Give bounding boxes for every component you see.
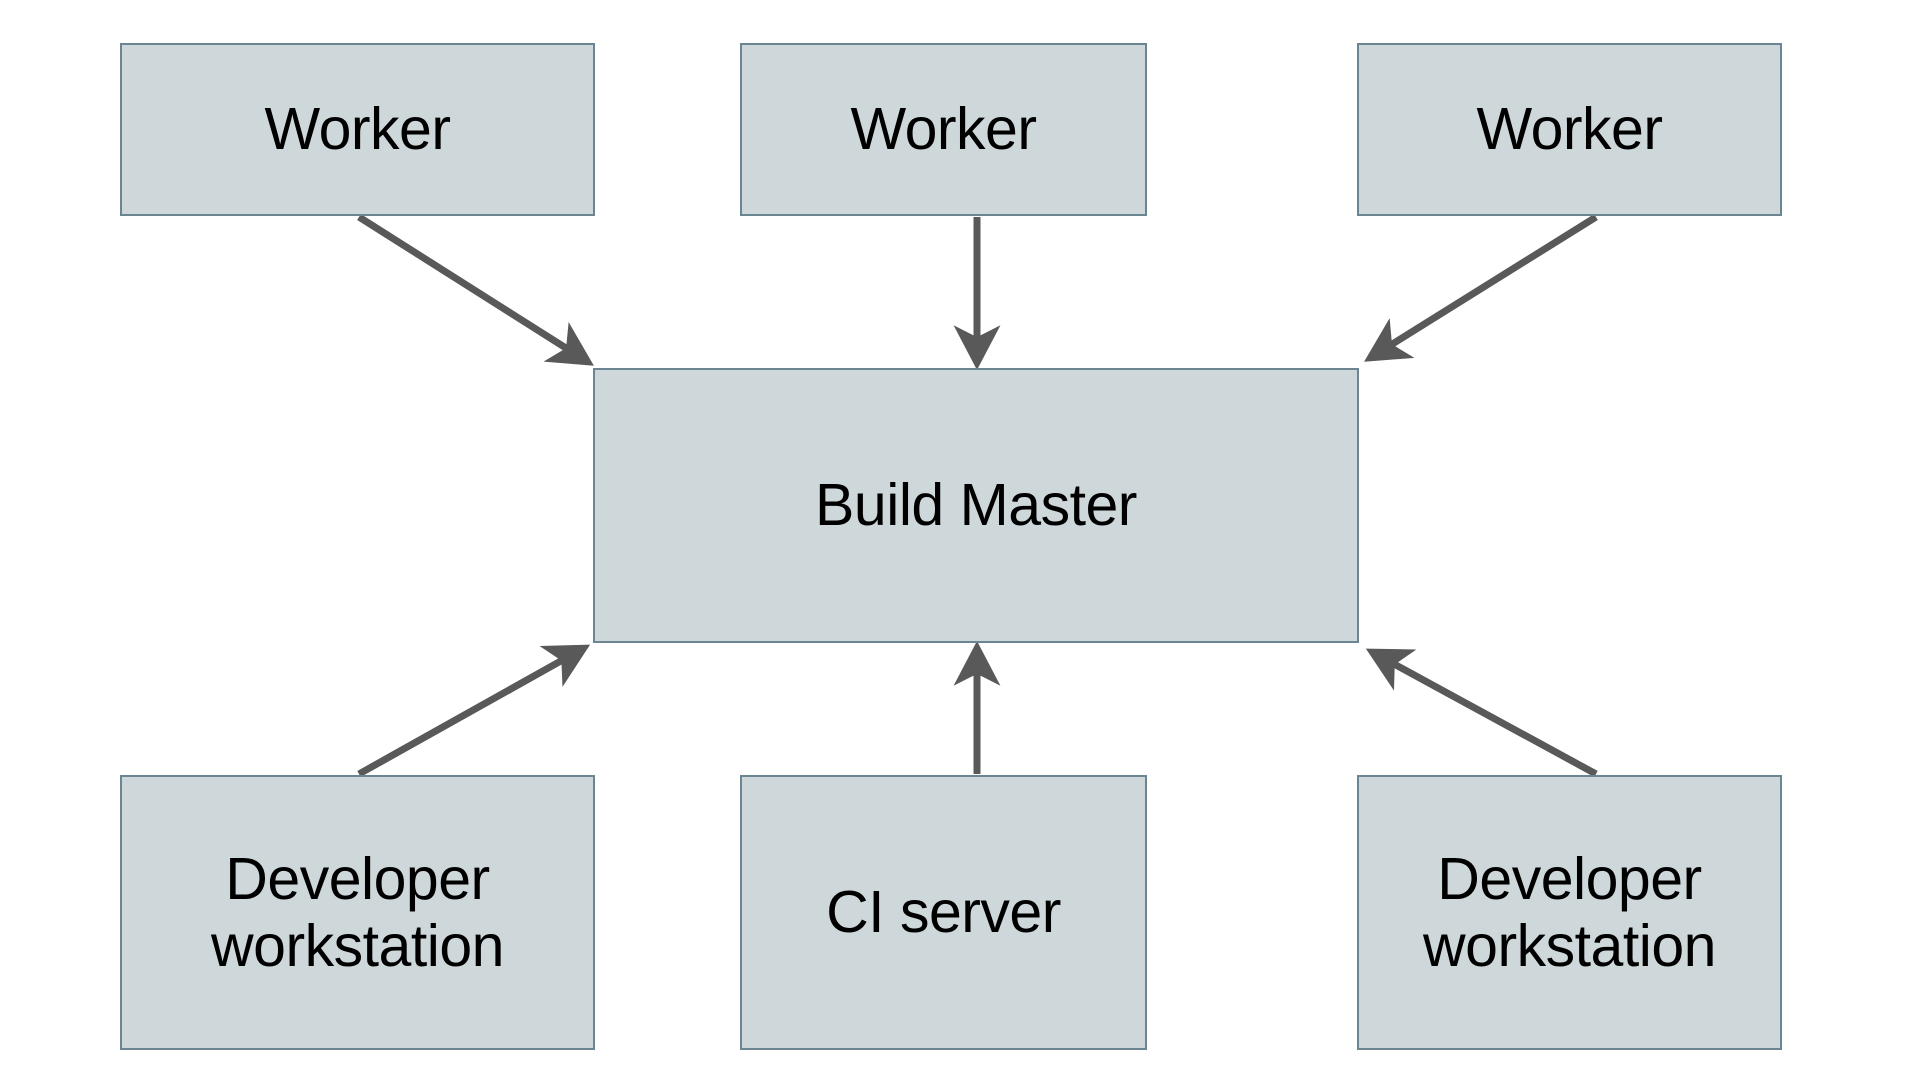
edge-worker1-to-master xyxy=(357,214,594,366)
node-worker-2-label: Worker xyxy=(850,96,1037,163)
edge-devleft-to-master xyxy=(357,644,591,778)
node-developer-workstation-right[interactable]: Developer workstation xyxy=(1357,775,1782,1050)
node-developer-workstation-left[interactable]: Developer workstation xyxy=(120,775,595,1050)
node-developer-workstation-left-label: Developer workstation xyxy=(211,846,504,979)
node-build-master[interactable]: Build Master xyxy=(593,368,1359,643)
node-worker-2[interactable]: Worker xyxy=(740,43,1147,216)
edge-devright-to-master xyxy=(1365,648,1598,778)
node-ci-server-label: CI server xyxy=(826,879,1061,946)
node-worker-1[interactable]: Worker xyxy=(120,43,595,216)
node-ci-server[interactable]: CI server xyxy=(740,775,1147,1050)
node-worker-3[interactable]: Worker xyxy=(1357,43,1782,216)
node-worker-1-label: Worker xyxy=(264,96,451,163)
edge-worker3-to-master xyxy=(1364,214,1598,362)
node-build-master-label: Build Master xyxy=(815,472,1137,539)
node-worker-3-label: Worker xyxy=(1476,96,1663,163)
node-developer-workstation-right-label: Developer workstation xyxy=(1423,846,1716,979)
